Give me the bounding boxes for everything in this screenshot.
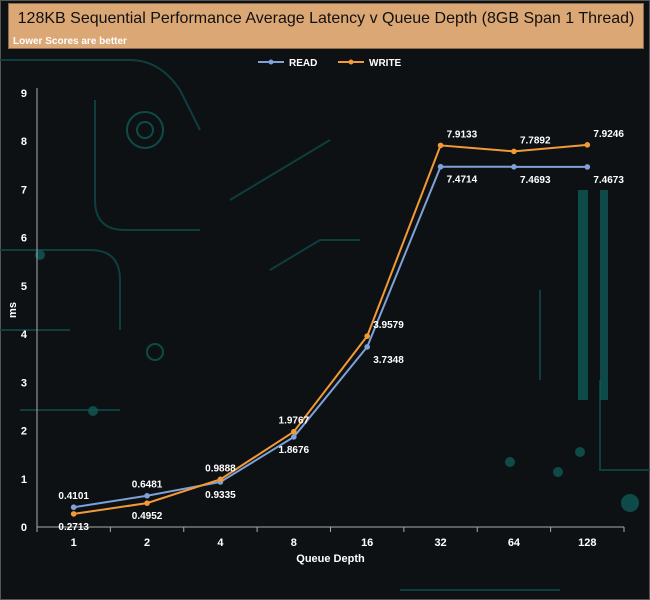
legend-label-write: WRITE: [369, 58, 402, 69]
data-point-write: [291, 428, 297, 435]
chart-header: 128KB Sequential Performance Average Lat…: [8, 3, 644, 49]
y-tick-label: 9: [21, 88, 27, 100]
x-tick-label: 4: [217, 537, 224, 549]
data-label-read: 1.8676: [279, 445, 310, 456]
y-tick-label: 6: [21, 233, 27, 245]
x-tick-label: 128: [578, 537, 596, 549]
chart-subtitle: Lower Scores are better: [13, 36, 127, 47]
y-tick-label: 1: [21, 474, 27, 486]
data-point-write: [217, 476, 224, 483]
x-axis-title: Queue Depth: [296, 553, 365, 565]
series-line-write: [73, 143, 588, 515]
data-label-write: 7.9246: [593, 129, 624, 140]
data-label-read: 0.9335: [205, 490, 236, 501]
data-point-read: [70, 504, 77, 511]
x-tick-label: 2: [144, 537, 150, 549]
data-label-write: 7.9133: [447, 129, 478, 140]
y-tick-label: 8: [21, 136, 27, 148]
data-point-write: [511, 148, 517, 155]
y-tick-label: 3: [21, 377, 27, 389]
x-tick-label: 1: [71, 537, 77, 549]
data-label-read: 0.6481: [132, 480, 163, 491]
data-point-read: [364, 344, 370, 350]
data-label-write: 0.9888: [205, 463, 236, 474]
data-point-read: [511, 164, 517, 170]
data-label-write: 1.9767: [279, 416, 310, 427]
data-label-write: 7.7892: [520, 135, 551, 146]
y-tick-label: 4: [21, 329, 28, 341]
data-label-read: 7.4714: [447, 175, 478, 186]
x-tick-label: 64: [508, 537, 521, 549]
legend-marker-write: [348, 59, 354, 65]
data-point-read: [584, 164, 591, 170]
data-point-read: [437, 163, 444, 170]
x-tick-label: 8: [291, 537, 297, 549]
data-label-read: 7.4693: [520, 175, 551, 186]
data-point-write: [437, 142, 444, 149]
chart-title: 128KB Sequential Performance Average Lat…: [17, 10, 635, 27]
data-label-write: 0.2713: [58, 522, 89, 533]
data-label-write: 0.4952: [132, 511, 163, 522]
data-point-write: [70, 511, 77, 517]
data-point-read: [291, 434, 297, 440]
x-tick-label: 32: [434, 537, 446, 549]
data-label-read: 7.4673: [593, 175, 624, 186]
y-tick-label: 5: [21, 281, 27, 293]
data-label-write: 3.9579: [373, 320, 404, 331]
y-tick-label: 0: [21, 522, 27, 534]
data-point-write: [364, 333, 370, 339]
x-tick-label: 16: [361, 537, 373, 549]
legend-label-read: READ: [289, 58, 317, 69]
y-tick-label: 7: [21, 184, 27, 196]
series-line-read: [73, 165, 588, 509]
y-axis-title: ms: [7, 302, 19, 318]
y-tick-label: 2: [21, 426, 27, 438]
data-point-write: [144, 500, 150, 506]
data-point-write: [584, 142, 591, 148]
legend-marker-read: [268, 59, 274, 65]
data-point-read: [144, 492, 150, 499]
data-label-read: 0.4101: [58, 491, 89, 502]
data-label-read: 3.7348: [373, 355, 404, 366]
